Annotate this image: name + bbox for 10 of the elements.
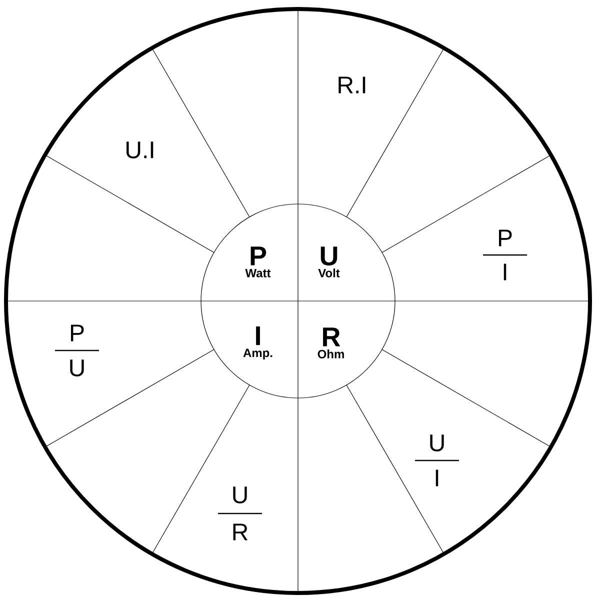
fraction: U R: [218, 486, 262, 540]
quantity-label: R Ohm: [318, 328, 344, 358]
fraction: P I: [483, 230, 527, 280]
fraction: U I: [415, 434, 459, 486]
quantity-label: U Volt: [318, 246, 340, 278]
formula-label: U.I: [126, 142, 154, 158]
quantity-label: P Watt: [245, 246, 271, 278]
formula-label: R.I: [338, 76, 366, 94]
fraction: P U: [55, 324, 99, 376]
quantity-label: I Amp.: [243, 326, 272, 360]
